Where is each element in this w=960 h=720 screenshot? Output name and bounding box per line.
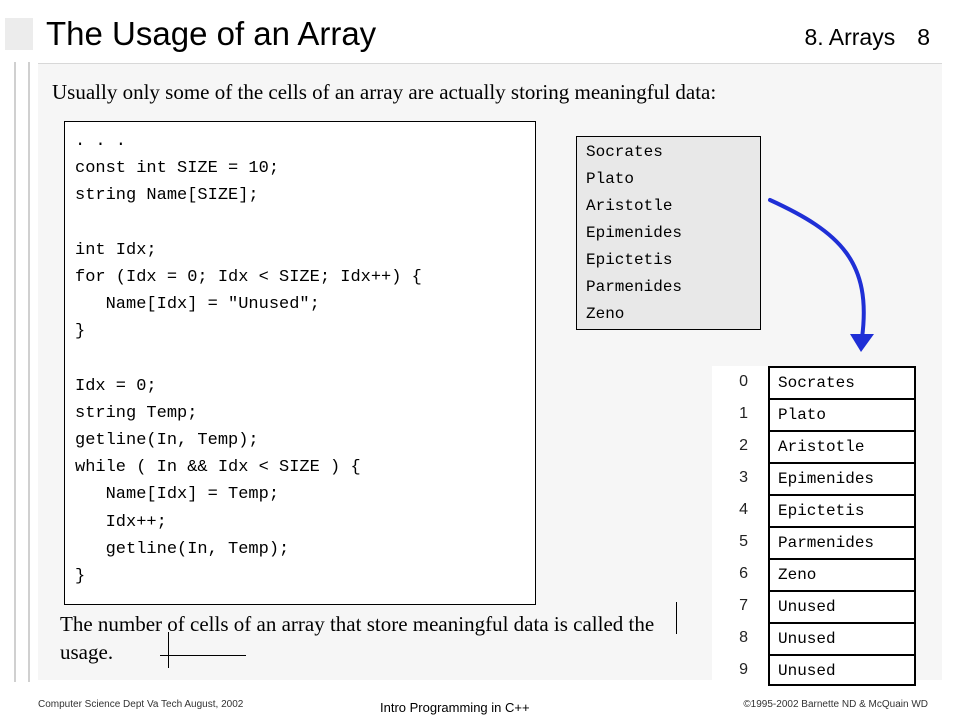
array-row: 5 Parmenides: [712, 526, 916, 558]
code-line: while ( In && Idx < SIZE ) {: [75, 458, 361, 478]
code-block: . . . const int SIZE = 10; string Name[SIZ…: [64, 121, 536, 605]
array-index: 3: [739, 469, 748, 486]
array-row: 8 Unused: [712, 622, 916, 654]
array-row: 7 Unused: [712, 590, 916, 622]
input-name: Epimenides: [586, 224, 683, 242]
input-name: Aristotle: [586, 197, 673, 215]
array-cell: Aristotle: [768, 430, 916, 462]
array-row: 0 Socrates: [712, 366, 916, 398]
intro-text: Usually only some of the cells of an arr…: [52, 80, 717, 104]
footer-left: Computer Science Dept Va Tech August, 20…: [38, 699, 244, 710]
array-index: 6: [739, 565, 748, 582]
section-header: 8. Arrays 8: [804, 22, 930, 52]
code-line: Idx = 0;: [75, 376, 157, 396]
corner-decoration: [5, 18, 33, 50]
array-index: 5: [739, 533, 748, 550]
input-name: Epictetis: [586, 251, 673, 269]
input-name: Plato: [586, 170, 635, 188]
array-cell: Epimenides: [768, 462, 916, 494]
code-line: const int SIZE = 10;: [75, 159, 280, 179]
array-cell: Unused: [768, 590, 916, 622]
code-line: . . .: [75, 132, 127, 151]
array-row: 6 Zeno: [712, 558, 916, 590]
code-line: string Name[SIZE];: [75, 186, 259, 206]
array-row: 1 Plato: [712, 398, 916, 430]
array-row: 4 Epictetis: [712, 494, 916, 526]
code-line: }: [75, 322, 86, 342]
code-line: getline(In, Temp);: [75, 539, 290, 559]
array-row: 9 Unused: [712, 654, 916, 686]
array-cell: Parmenides: [768, 526, 916, 558]
slide-title: The Usage of an Array: [46, 15, 377, 52]
code-line: Name[Idx] = "Unused";: [75, 295, 320, 315]
array-table: 0 Socrates 1 Plato 2 Aristotle 3 Epimenides 4 Epi…: [712, 366, 916, 686]
index-column-bg: [712, 366, 768, 688]
footer-center: Intro Programming in C++: [380, 700, 530, 715]
array-cell: Plato: [768, 398, 916, 430]
code-line: getline(In, Temp);: [75, 431, 259, 451]
code-line: Idx++;: [75, 512, 167, 532]
array-index: 4: [739, 501, 748, 518]
array-index: 0: [739, 373, 748, 390]
code-line: for (Idx = 0; Idx < SIZE; Idx++) {: [75, 267, 422, 287]
text-cursor: [676, 602, 677, 634]
code-line: Name[Idx] = Temp;: [75, 485, 280, 505]
text-cursor: [160, 655, 246, 656]
code-line: string Temp;: [75, 403, 198, 423]
array-cell: Socrates: [768, 366, 916, 398]
left-margin-rule: [14, 62, 30, 682]
code-line: int Idx;: [75, 240, 157, 260]
section-label: 8. Arrays: [804, 24, 896, 50]
array-index: 1: [739, 405, 748, 422]
footnote-text: The number of cells of an array that sto…: [60, 612, 655, 664]
page-number: 8: [917, 24, 930, 50]
array-row: 3 Epimenides: [712, 462, 916, 494]
text-cursor: [168, 632, 169, 668]
input-name: Zeno: [586, 305, 625, 323]
input-name: Parmenides: [586, 278, 683, 296]
array-cell: Unused: [768, 654, 916, 686]
array-index: 9: [739, 661, 748, 678]
array-cell: Unused: [768, 622, 916, 654]
array-cell: Epictetis: [768, 494, 916, 526]
array-index: 7: [739, 597, 748, 614]
array-row: 2 Aristotle: [712, 430, 916, 462]
footer-right: ©1995-2002 Barnette ND & McQuain WD: [743, 699, 928, 710]
code-line: }: [75, 567, 86, 586]
array-cell: Zeno: [768, 558, 916, 590]
array-index: 2: [739, 437, 748, 454]
array-index: 8: [739, 629, 748, 646]
input-name: Socrates: [586, 143, 663, 161]
